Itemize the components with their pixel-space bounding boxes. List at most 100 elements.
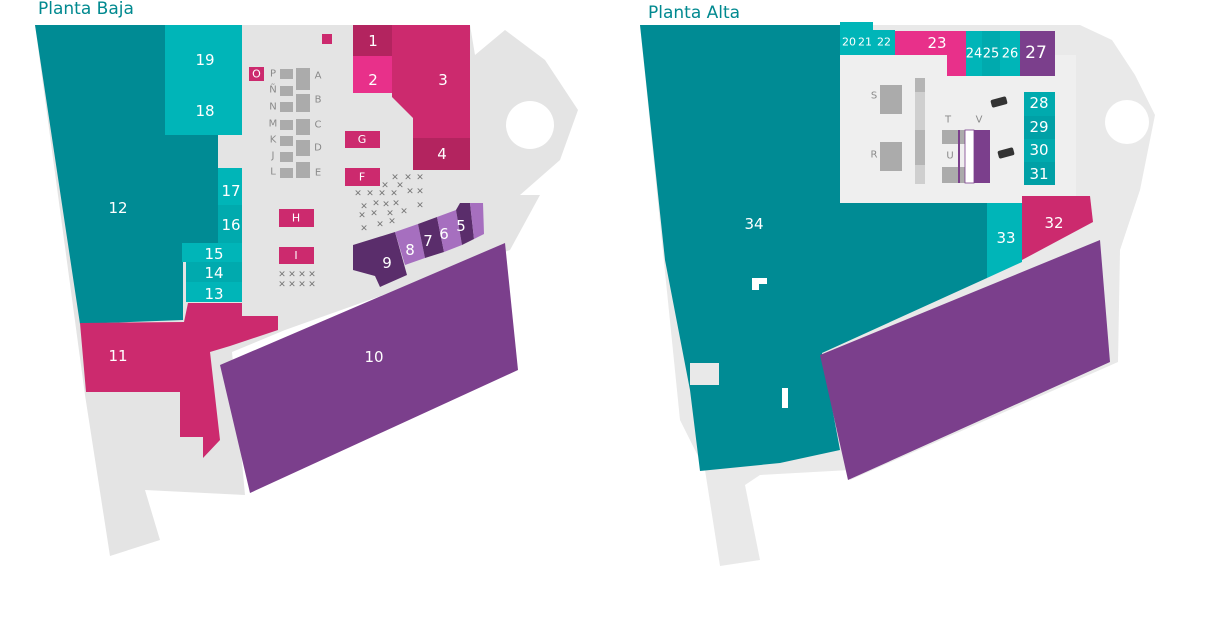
stand[interactable] (280, 69, 293, 79)
stand[interactable] (280, 136, 293, 146)
stand-label: C (315, 120, 322, 131)
svg-text:✕: ✕ (378, 189, 386, 199)
stand-R[interactable] (880, 142, 902, 171)
shop-11[interactable] (80, 303, 278, 458)
floor-title: Planta Alta (648, 3, 740, 23)
shop-label: 6 (439, 225, 449, 243)
shop-3[interactable] (392, 25, 470, 138)
shop-20[interactable] (840, 22, 858, 55)
kiosk-I[interactable] (279, 247, 314, 264)
stand[interactable] (296, 162, 310, 178)
shop-18[interactable] (165, 90, 242, 135)
shop-24[interactable] (966, 31, 982, 76)
shop-28[interactable] (1024, 92, 1055, 116)
floor-title: Planta Baja (38, 0, 134, 19)
stand-label: E (315, 168, 321, 179)
car-icon (997, 147, 1015, 159)
shop-label: 22 (877, 36, 891, 49)
shop-26[interactable] (1000, 31, 1020, 76)
stand-white (964, 129, 975, 184)
stand-label: B (315, 95, 322, 106)
shop-7[interactable] (418, 217, 444, 258)
shop-10[interactable] (220, 243, 518, 493)
shop-label: 18 (195, 102, 214, 120)
kiosk-small[interactable] (322, 34, 332, 44)
shop-label: 28 (1029, 94, 1048, 112)
shop-label: 30 (1029, 141, 1048, 159)
shop-label: 20 (842, 36, 856, 49)
shop-purple-large[interactable] (820, 240, 1110, 480)
stand-S[interactable] (880, 85, 902, 114)
shop-label: 10 (364, 348, 383, 366)
stand-V[interactable] (974, 130, 990, 183)
shop-label: 7 (423, 232, 433, 250)
shop-9[interactable] (353, 232, 407, 287)
shop-5b[interactable] (470, 203, 484, 239)
shop-8[interactable] (395, 224, 425, 265)
shop-label: 11 (108, 347, 127, 365)
svg-text:✕: ✕ (416, 187, 424, 197)
stand-label: K (270, 135, 277, 146)
stand[interactable] (296, 94, 310, 112)
shop-6[interactable] (437, 210, 462, 252)
svg-text:✕: ✕ (396, 181, 404, 191)
shop-27[interactable] (1020, 31, 1055, 76)
shop-33[interactable] (987, 203, 1022, 278)
shop-21[interactable] (858, 22, 873, 55)
shop-13[interactable] (186, 282, 242, 302)
shop-17[interactable] (218, 168, 242, 205)
stand[interactable] (280, 168, 293, 178)
shop-label: 9 (382, 254, 392, 272)
shop-31[interactable] (1024, 162, 1055, 185)
shop-label: 26 (1002, 47, 1019, 62)
kiosk-F[interactable] (345, 168, 380, 186)
stand[interactable] (296, 68, 310, 90)
stands-right: A B C D E (296, 68, 322, 179)
shop-12[interactable] (35, 25, 218, 324)
kiosk-label: F (359, 171, 365, 184)
kiosk-label: O (252, 68, 261, 81)
shop-32[interactable] (1022, 196, 1093, 260)
svg-text:✕: ✕ (400, 207, 408, 217)
stand-T[interactable] (942, 130, 965, 144)
shop-label: 32 (1044, 214, 1063, 232)
svg-text:✕: ✕ (358, 211, 366, 221)
shop-14[interactable] (186, 262, 242, 282)
shop-label: 31 (1029, 165, 1048, 183)
shop-22[interactable] (873, 30, 895, 55)
stand[interactable] (280, 152, 293, 162)
shop-25[interactable] (982, 31, 1000, 76)
shop-29[interactable] (1024, 116, 1055, 139)
shop-label: 14 (204, 264, 223, 282)
shop-34[interactable] (640, 25, 987, 471)
shop-19[interactable] (165, 25, 242, 90)
shop-1[interactable] (353, 25, 392, 56)
shop-5[interactable] (456, 203, 474, 245)
svg-text:✕: ✕ (308, 270, 316, 280)
stand[interactable] (280, 102, 293, 112)
shop-23[interactable] (895, 31, 966, 76)
kiosk-O[interactable] (249, 67, 264, 81)
shop-2[interactable] (353, 56, 392, 93)
shop-16[interactable] (218, 205, 242, 243)
kiosk-H[interactable] (279, 209, 314, 227)
kiosk-G[interactable] (345, 131, 380, 148)
svg-text:✕: ✕ (298, 270, 306, 280)
stand[interactable] (296, 140, 310, 156)
shop-label: 34 (744, 215, 763, 233)
shop-label: 21 (858, 36, 872, 49)
stand[interactable] (296, 119, 310, 135)
kiosk-label: G (358, 133, 367, 146)
void (752, 278, 767, 290)
svg-text:✕: ✕ (386, 209, 394, 219)
shop-label: 2 (368, 71, 378, 89)
shop-30[interactable] (1024, 139, 1055, 162)
stand[interactable] (280, 86, 293, 96)
stand-U[interactable] (942, 167, 965, 183)
shop-4[interactable] (413, 138, 470, 170)
shop-15[interactable] (182, 243, 242, 262)
svg-text:✕: ✕ (388, 217, 396, 227)
stand[interactable] (280, 120, 293, 130)
stand-label: N (269, 102, 276, 113)
svg-text:✕: ✕ (381, 181, 389, 191)
